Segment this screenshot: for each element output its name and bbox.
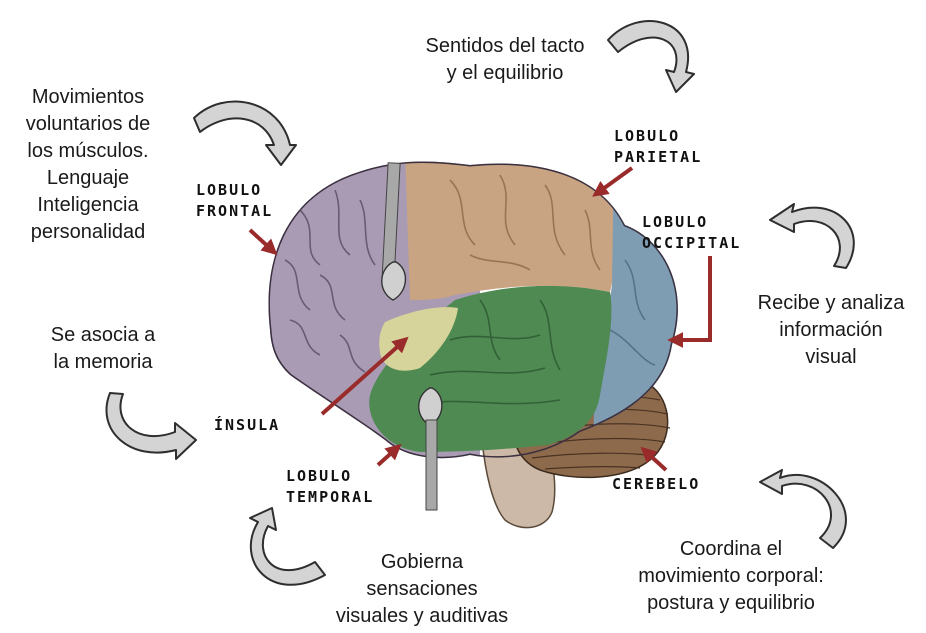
- frontal-curved-arrow: [194, 101, 296, 165]
- parietal-lobe-label: LOBULO PARIETAL: [614, 126, 702, 168]
- parietal-description: Sentidos del tacto y el equilibrio: [400, 33, 610, 87]
- occipital-description: Recibe y analiza información visual: [740, 290, 922, 371]
- temporal-description: Gobierna sensaciones visuales y auditiva…: [308, 549, 536, 630]
- frontal-description: Movimientos voluntarios de los músculos.…: [4, 84, 172, 246]
- cerebelo-label: CEREBELO: [612, 474, 700, 495]
- parietal-pointer-arrow: [596, 168, 632, 194]
- insula-curved-arrow: [106, 393, 196, 459]
- cerebelo-description: Coordina el movimiento corporal: postura…: [596, 536, 866, 617]
- frontal-lobe-label: LOBULO FRONTAL: [196, 180, 273, 222]
- occipital-pointer-arrow: [672, 256, 710, 340]
- temporal-lobe-label: LOBULO TEMPORAL: [286, 466, 374, 508]
- insula-description: Se asocia a la memoria: [20, 322, 186, 376]
- occipital-curved-arrow: [770, 204, 854, 268]
- occipital-lobe-label: LOBULO OCCIPITAL: [642, 212, 741, 254]
- insula-label: ÍNSULA: [214, 415, 280, 436]
- frontal-pointer-arrow: [250, 230, 274, 252]
- parietal-curved-arrow: [608, 21, 694, 92]
- temporal-pointer-arrow: [378, 447, 398, 465]
- parietal-lobe: [405, 150, 640, 300]
